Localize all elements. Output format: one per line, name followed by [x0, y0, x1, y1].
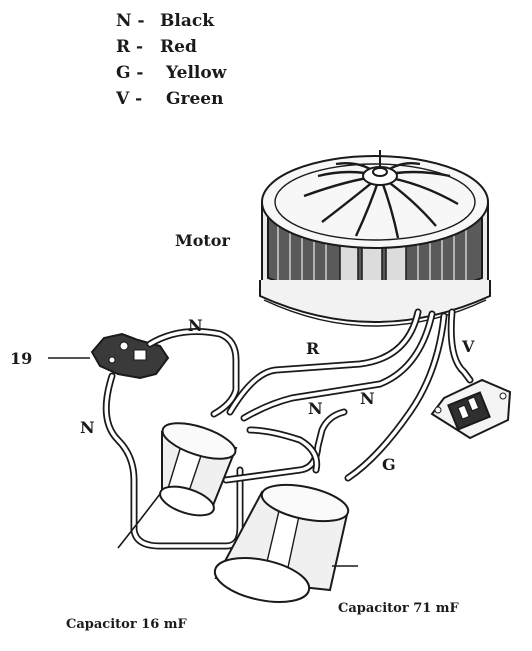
capacitor-large-label: Capacitor 71 mF [338, 601, 460, 616]
color-legend: N - Black R - Red G - Yellow V - Green [115, 11, 227, 109]
legend-code-r: R - [116, 37, 143, 57]
wire-n-loop [222, 408, 348, 484]
capacitor-small-lead [117, 493, 161, 549]
legend-code-g: G - [116, 63, 144, 83]
capacitor-small [117, 422, 238, 549]
motor-base-ring [259, 280, 491, 323]
legend-color-green: Green [166, 89, 223, 109]
wire-label-v: V [461, 337, 475, 356]
legend-color-yellow: Yellow [165, 63, 227, 83]
wire-label-n-right: N [360, 389, 375, 408]
motor-label: Motor [175, 231, 230, 250]
wire-label-g: G [382, 455, 396, 474]
legend-code-v: V - [115, 89, 142, 109]
wire-label-n-top: N [188, 316, 203, 335]
part-number-label: 19 [10, 349, 32, 368]
legend-color-black: Black [160, 11, 215, 31]
wire-label-r: R [306, 339, 320, 358]
wire-g [344, 312, 448, 482]
wiring [102, 308, 474, 550]
wire-r [226, 308, 422, 416]
wire-label-n-center: N [308, 399, 323, 418]
capacitor-small-label: Capacitor 16 mF [66, 617, 188, 632]
wire-n-center [240, 310, 436, 422]
wire-label-n-left: N [80, 418, 95, 437]
capacitor-large [213, 483, 358, 603]
wire-cap-link [246, 426, 321, 474]
motor-top [261, 155, 489, 249]
legend-code-n: N - [116, 11, 145, 31]
legend-color-red: Red [160, 37, 197, 57]
wire-v [447, 308, 474, 384]
wire-n-top [146, 328, 240, 418]
connector-terminal [430, 378, 512, 440]
motor [259, 150, 491, 327]
